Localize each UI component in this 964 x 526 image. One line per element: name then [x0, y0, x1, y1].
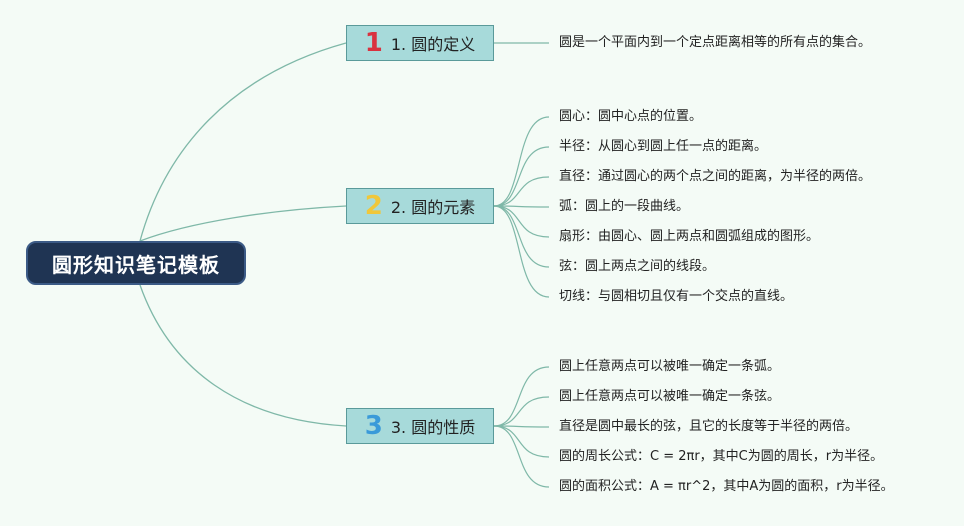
- link-element-3: [493, 205, 550, 208]
- link-element-2: [493, 176, 550, 207]
- number-1-icon: 1: [364, 28, 383, 58]
- leaf-sector[interactable]: 扇形：由圆心、圆上两点和圆弧组成的图形。: [559, 229, 820, 244]
- leaf-property-arc[interactable]: 圆上任意两点可以被唯一确定一条弧。: [559, 359, 781, 374]
- number-2-icon: 2: [364, 191, 383, 221]
- number-3-icon: 3: [364, 411, 383, 441]
- leaf-area[interactable]: 圆的面积公式：A = πr^2，其中A为圆的面积，r为半径。: [559, 479, 894, 494]
- link-element-6: [493, 205, 550, 298]
- branch-definition[interactable]: 1 1. 圆的定义: [346, 25, 494, 61]
- leaf-property-diameter[interactable]: 直径是圆中最长的弦，且它的长度等于半径的两倍。: [559, 419, 859, 434]
- root-to-branch-1: [139, 42, 347, 242]
- link-element-1: [493, 146, 550, 207]
- link-element-4: [493, 205, 550, 238]
- leaf-arc[interactable]: 弧：圆上的一段曲线。: [559, 199, 690, 214]
- leaf-connectors: [493, 42, 550, 488]
- link-property-4: [493, 425, 550, 488]
- root-to-branch-3: [139, 284, 347, 427]
- branch-elements[interactable]: 2 2. 圆的元素: [346, 188, 494, 224]
- branch-elements-label: 2. 圆的元素: [390, 198, 476, 217]
- leaf-tangent[interactable]: 切线：与圆相切且仅有一个交点的直线。: [559, 289, 794, 304]
- link-element-0: [493, 116, 550, 207]
- link-property-2: [493, 425, 550, 428]
- leaf-radius[interactable]: 半径：从圆心到圆上任一点的距离。: [559, 139, 768, 154]
- root-title: 圆形知识笔记模板: [52, 252, 220, 277]
- link-element-5: [493, 205, 550, 268]
- link-property-3: [493, 425, 550, 458]
- link-property-1: [493, 396, 550, 427]
- leaf-definition[interactable]: 圆是一个平面内到一个定点距离相等的所有点的集合。: [559, 35, 872, 50]
- branch-definition-label: 1. 圆的定义: [390, 35, 476, 54]
- root-topic[interactable]: 圆形知识笔记模板: [26, 241, 246, 285]
- leaf-chord[interactable]: 弦：圆上两点之间的线段。: [559, 259, 716, 274]
- leaf-center[interactable]: 圆心：圆中心点的位置。: [559, 109, 703, 124]
- link-property-0: [493, 366, 550, 427]
- leaf-property-chord[interactable]: 圆上任意两点可以被唯一确定一条弦。: [559, 389, 781, 404]
- branch-properties[interactable]: 3 3. 圆的性质: [346, 408, 494, 444]
- leaf-diameter[interactable]: 直径：通过圆心的两个点之间的距离，为半径的两倍。: [559, 169, 872, 184]
- root-to-branch-2: [139, 205, 347, 242]
- leaf-circumference[interactable]: 圆的周长公式：C = 2πr，其中C为圆的周长，r为半径。: [559, 449, 884, 464]
- branch-properties-label: 3. 圆的性质: [390, 418, 476, 437]
